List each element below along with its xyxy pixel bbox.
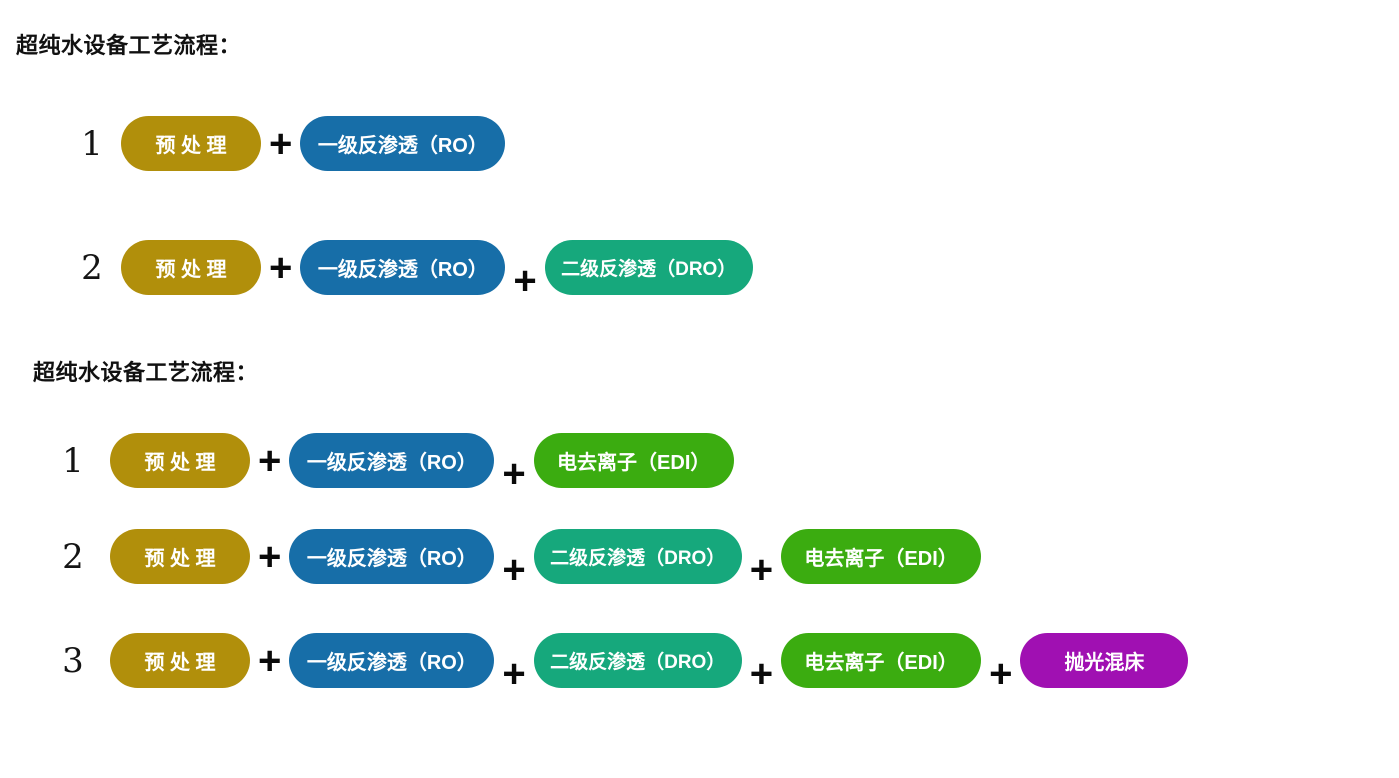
flow-row: 3 预 处 理 + 一级反渗透（RO） + 二级反渗透（DRO） + 电去离子（… (56, 633, 1399, 694)
flow-row: 1 预 处 理 + 一级反渗透（RO） + 电去离子（EDI） (56, 433, 1399, 494)
plus-sign: + (258, 534, 282, 579)
section-title: 超纯水设备工艺流程： (16, 33, 242, 58)
pill-pretreatment: 预 处 理 (110, 633, 250, 688)
plus-sign: + (513, 258, 537, 303)
plus-sign: + (749, 651, 774, 696)
pill-second-stage-ro: 二级反渗透（DRO） (544, 240, 753, 295)
plus-sign: + (258, 438, 282, 483)
plus-sign: + (989, 651, 1013, 696)
flow-row: 1 预 处 理 + 一级反渗透（RO） (75, 116, 1399, 171)
pill-edi: 电去离子（EDI） (533, 433, 734, 488)
section-title: 超纯水设备工艺流程： (33, 360, 259, 385)
pill-pretreatment: 预 处 理 (110, 433, 250, 488)
pill-pretreatment: 预 处 理 (121, 240, 261, 295)
row-number: 3 (62, 640, 84, 681)
pill-second-stage-ro: 二级反渗透（DRO） (533, 529, 742, 584)
plus-sign: + (258, 638, 282, 683)
pill-first-stage-ro: 一级反渗透（RO） (300, 116, 506, 171)
pill-pretreatment: 预 处 理 (121, 116, 261, 171)
section-ultrapure-water: 超纯水设备工艺流程： 1 预 处 理 + 一级反渗透（RO） + 电去离子（ED… (0, 355, 1399, 694)
section-pure-water: 超纯水设备工艺流程： 1 预 处 理 + 一级反渗透（RO） 2 预 处 理 +… (0, 28, 1399, 301)
plus-sign: + (749, 547, 774, 592)
pill-edi: 电去离子（EDI） (781, 633, 982, 688)
flow-row: 2 预 处 理 + 一级反渗透（RO） + 二级反渗透（DRO） (75, 240, 1399, 301)
row-number: 2 (81, 247, 103, 288)
process-flow-diagram: 超纯水设备工艺流程： 1 预 处 理 + 一级反渗透（RO） 2 预 处 理 +… (0, 28, 1399, 694)
flow-row: 2 预 处 理 + 一级反渗透（RO） + 二级反渗透（DRO） + 电去离子（… (56, 529, 1399, 590)
row-number: 1 (81, 123, 103, 164)
pill-first-stage-ro: 一级反渗透（RO） (289, 633, 495, 688)
plus-sign: + (269, 245, 293, 290)
plus-sign: + (502, 451, 526, 496)
row-number: 1 (62, 440, 84, 481)
pill-edi: 电去离子（EDI） (781, 529, 982, 584)
plus-sign: + (502, 651, 526, 696)
plus-sign: + (502, 547, 526, 592)
pill-first-stage-ro: 一级反渗透（RO） (300, 240, 506, 295)
pill-first-stage-ro: 一级反渗透（RO） (289, 529, 495, 584)
pill-first-stage-ro: 一级反渗透（RO） (289, 433, 495, 488)
pill-polishing-mixed-bed: 抛光混床 (1020, 633, 1189, 688)
plus-sign: + (269, 121, 293, 166)
pill-pretreatment: 预 处 理 (110, 529, 250, 584)
pill-second-stage-ro: 二级反渗透（DRO） (533, 633, 742, 688)
row-number: 2 (62, 536, 84, 577)
